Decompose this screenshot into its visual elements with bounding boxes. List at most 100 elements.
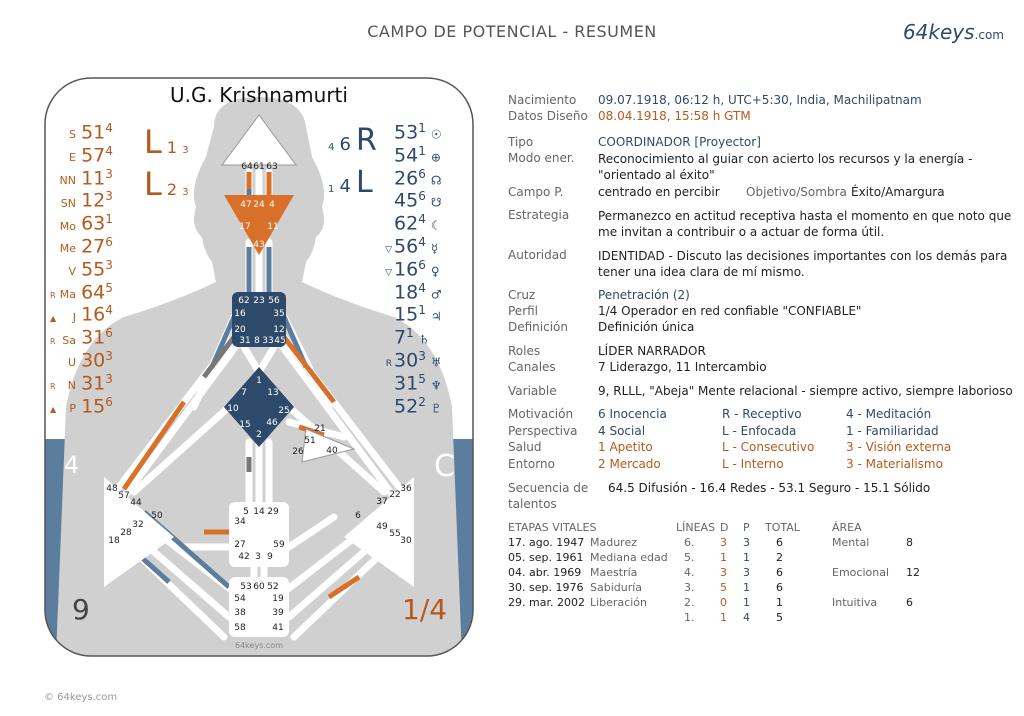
ajna-center[interactable] [224, 195, 294, 255]
stages-header-stages: ETAPAS VITALES [508, 521, 597, 534]
personality-gate: 18 [394, 280, 419, 303]
personality-row[interactable]: 151 ♃ [394, 303, 442, 325]
personality-row[interactable]: 71 ♄ [394, 326, 430, 348]
variable-row-label: Salud [508, 440, 542, 454]
personality-row[interactable]: 184 ♂ [394, 281, 442, 303]
personality-row[interactable]: 522 ♇ [394, 395, 442, 417]
gate-21: 21 [314, 424, 325, 434]
stage-line: 6. [684, 536, 695, 549]
planet-symbol-icon: ☊ [430, 172, 442, 187]
roles-value: LÍDER NARRADOR [598, 344, 706, 358]
variable-a: 1 Apetito [598, 440, 653, 454]
design-row[interactable]: U 303 [50, 349, 113, 371]
authority-value: IDENTIDAD - Discuto las decisiones impor… [598, 249, 1008, 279]
design-row[interactable]: V 553 [50, 258, 112, 280]
stage-line: 5. [684, 551, 695, 564]
energy-value: Reconocimiento al guiar con acierto los … [598, 152, 973, 182]
planet-symbol-icon: ♂ [430, 286, 442, 301]
stage-d: 1 [720, 611, 727, 624]
design-gate: 51 [81, 121, 106, 144]
variable-a: 4 Social [598, 423, 646, 438]
design-row[interactable]: Mo 631 [50, 212, 113, 234]
gate-46: 46 [266, 418, 278, 428]
personality-row[interactable]: ▽564 ☿ [385, 235, 438, 257]
energy-label: Modo ener. [508, 151, 575, 165]
design-row[interactable]: Me 276 [50, 235, 113, 257]
stage-date: 05. sep. 1961 [508, 551, 584, 564]
gate-30: 30 [400, 536, 412, 546]
gate-63: 63 [266, 162, 277, 172]
design-mark: ▲ [50, 404, 57, 414]
stage-total: 2 [776, 551, 783, 564]
heart-center[interactable] [301, 428, 356, 463]
personality-line: 6 [418, 166, 426, 181]
stage-total: 1 [776, 596, 783, 609]
design-gate: 30 [81, 349, 106, 372]
gate-64: 64 [241, 162, 253, 172]
gate-45: 45 [274, 336, 285, 346]
stage-date: 30. sep. 1976 [508, 581, 584, 594]
variable-row-label: Entorno [508, 456, 555, 471]
personality-gate: 16 [394, 258, 419, 281]
design-line: 1 [105, 212, 113, 227]
stage-d: 5 [720, 581, 727, 594]
gate-3: 3 [255, 552, 261, 562]
throat-center[interactable] [232, 292, 286, 347]
sacral-center[interactable] [229, 502, 289, 567]
stage-date: 17. ago. 1947 [508, 536, 585, 549]
personality-row[interactable]: 266 ☊ [394, 167, 442, 189]
stage-area: Mental [832, 536, 870, 549]
design-planet: S [69, 128, 76, 142]
design-gate: 64 [81, 280, 106, 303]
brand-main: 64keys [902, 20, 975, 44]
root-center[interactable] [229, 577, 289, 637]
stage-area-value: 8 [906, 536, 913, 549]
personality-mark: ▽ [385, 245, 392, 256]
personality-line: 1 [418, 143, 426, 158]
esp-center[interactable] [344, 477, 414, 587]
planet-symbol-icon: ♆ [430, 378, 442, 393]
personality-row[interactable]: 624 ☾ [394, 212, 442, 234]
profile-value: 1/4 Operador en red confiable "CONFIABLE… [598, 304, 862, 318]
right-arrow-bottom: 1 4 L [328, 165, 373, 200]
stage-line: 2. [684, 596, 695, 609]
stage-area-value: 6 [906, 596, 913, 609]
gate-61: 61 [253, 162, 264, 172]
design-row[interactable]: ▲P 156 [50, 395, 113, 417]
design-row[interactable]: S 514 [50, 121, 113, 143]
gate-9: 9 [267, 552, 273, 562]
personality-row[interactable]: ▽166 ♀ [385, 258, 440, 281]
variable-a: 2 Mercado [598, 456, 661, 471]
stage-name: Madurez [590, 536, 638, 549]
design-row[interactable]: ▲J 164 [50, 303, 113, 325]
gate-7: 7 [241, 388, 247, 398]
personality-row[interactable]: 541 ⊕ [394, 144, 441, 166]
g-center[interactable] [224, 367, 294, 447]
gate-16: 16 [234, 309, 246, 319]
head-center[interactable] [221, 114, 297, 166]
gate-54: 54 [234, 594, 246, 604]
cross-value[interactable]: Penetración (2) [598, 288, 690, 302]
design-row[interactable]: E 574 [50, 144, 113, 166]
stages-header-lines: LÍNEAS [676, 521, 716, 534]
personality-gate: 7 [394, 326, 407, 349]
brand-logo[interactable]: 64keys.com [903, 20, 1004, 44]
gate-17: 17 [239, 222, 250, 232]
spleen-center[interactable] [104, 477, 174, 587]
personality-row[interactable]: 315 ♆ [394, 372, 442, 394]
stage-p: 3 [743, 566, 750, 579]
gate-38: 38 [234, 608, 246, 618]
personality-row[interactable]: 456 ☋ [394, 189, 442, 211]
design-row[interactable]: SN 123 [50, 189, 113, 211]
planet-symbol-icon: ♄ [418, 332, 430, 347]
variable-value: 9, RLLL, "Abeja" Mente relacional - siem… [598, 384, 1013, 398]
design-row[interactable]: NN 113 [50, 167, 113, 189]
stage-line: 4. [684, 566, 695, 579]
personality-row[interactable]: 531 ☉ [394, 121, 442, 143]
design-line: 6 [105, 326, 113, 341]
birth-label: Nacimiento [508, 93, 577, 107]
